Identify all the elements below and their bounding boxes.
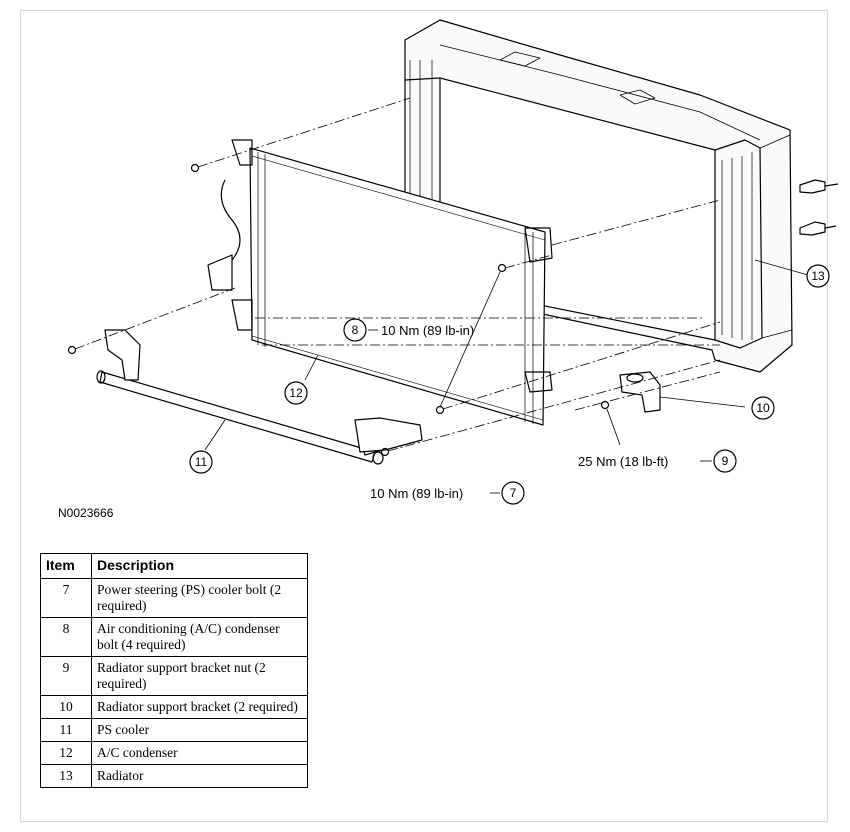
- item-description: Radiator: [91, 764, 308, 788]
- exploded-diagram: 8 10 Nm (89 lb-in) 13 12 10 11 25 Nm (18…: [67, 19, 839, 505]
- item-number: 10: [40, 695, 92, 719]
- item-number: 9: [40, 656, 92, 696]
- table-row: 8 Air conditioning (A/C) condenser bolt …: [40, 617, 308, 657]
- svg-text:7: 7: [510, 486, 517, 500]
- table-row: 12 A/C condenser: [40, 741, 308, 765]
- table-row: 13 Radiator: [40, 764, 308, 788]
- svg-text:10: 10: [756, 401, 770, 415]
- svg-text:12: 12: [289, 386, 303, 400]
- table-header-row: Item Description: [40, 553, 308, 579]
- item-description: A/C condenser: [91, 741, 308, 765]
- figure-id: N0023666: [58, 506, 114, 520]
- table-row: 10 Radiator support bracket (2 required): [40, 695, 308, 719]
- item-description: Power steering (PS) cooler bolt (2 requi…: [91, 578, 308, 618]
- svg-text:8: 8: [352, 323, 359, 337]
- table-row: 9 Radiator support bracket nut (2 requir…: [40, 656, 308, 696]
- svg-text:9: 9: [722, 454, 729, 468]
- item-number: 11: [40, 718, 92, 742]
- condenser-drawing: [207, 139, 553, 426]
- fasteners: [67, 163, 610, 457]
- table-row: 7 Power steering (PS) cooler bolt (2 req…: [40, 578, 308, 618]
- leader-lines: [204, 259, 809, 494]
- svg-text:11: 11: [195, 455, 208, 469]
- item-description: Air conditioning (A/C) condenser bolt (4…: [91, 617, 308, 657]
- item-number: 13: [40, 764, 92, 788]
- parts-legend-table: Item Description 7 Power steering (PS) c…: [40, 553, 308, 788]
- item-number: 12: [40, 741, 92, 765]
- callout-8: 8 10 Nm (89 lb-in): [343, 318, 474, 342]
- svg-text:25 Nm (18 lb-ft): 25 Nm (18 lb-ft): [578, 454, 668, 469]
- callout-7: 10 Nm (89 lb-in) 7: [370, 481, 525, 505]
- item-description: Radiator support bracket (2 required): [91, 695, 308, 719]
- description-header: Description: [91, 553, 308, 579]
- callout-12: 12: [284, 381, 308, 405]
- svg-text:13: 13: [811, 269, 825, 283]
- callout-13: 13: [806, 264, 830, 288]
- table-row: 11 PS cooler: [40, 718, 308, 742]
- item-description: Radiator support bracket nut (2 required…: [91, 656, 308, 696]
- ps-cooler-drawing: [96, 329, 423, 465]
- callout-11: 11: [189, 450, 213, 474]
- support-bracket-drawing: [619, 371, 661, 413]
- item-number: 7: [40, 578, 92, 618]
- alignment-lines: [74, 97, 721, 452]
- item-header: Item: [40, 553, 92, 579]
- callout-9: 25 Nm (18 lb-ft) 9: [578, 449, 737, 473]
- svg-text:10 Nm (89 lb-in): 10 Nm (89 lb-in): [381, 323, 474, 338]
- item-number: 8: [40, 617, 92, 657]
- callout-10: 10: [751, 396, 775, 420]
- item-description: PS cooler: [91, 718, 308, 742]
- svg-text:10 Nm (89 lb-in): 10 Nm (89 lb-in): [370, 486, 463, 501]
